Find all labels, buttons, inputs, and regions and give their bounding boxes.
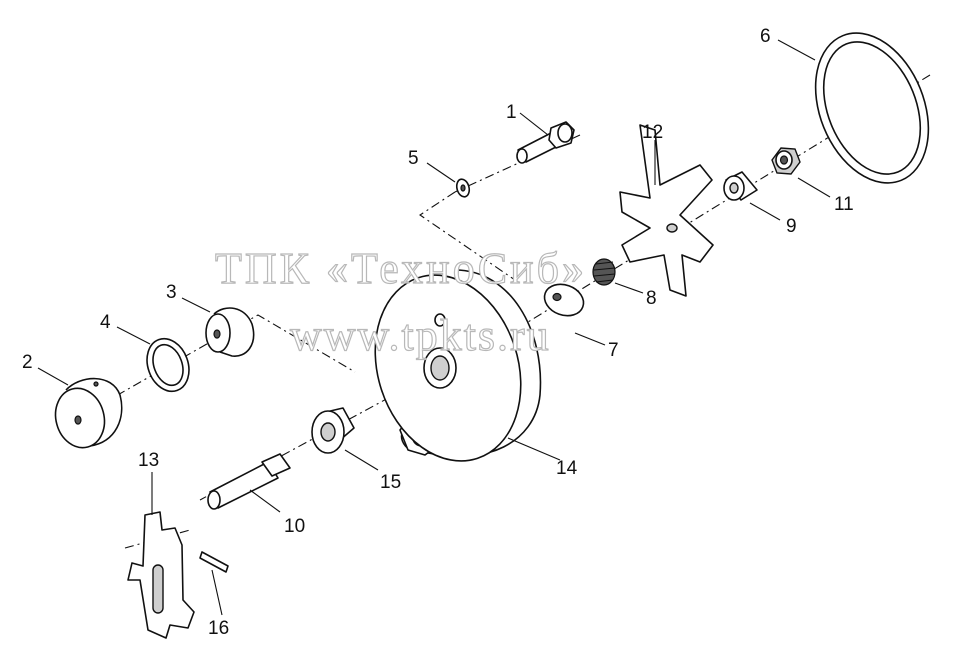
callout-4: 4 [100,312,111,333]
watermark-url: www.tpkts.ru [290,311,551,360]
part-7-washer [543,283,585,317]
callout-1: 1 [506,102,517,123]
callout-13: 13 [138,450,159,471]
callout-2: 2 [22,352,33,373]
part-16-small-pin [199,551,229,573]
part-1-bolt [516,121,575,164]
callout-labels: 1 2 3 4 5 6 7 8 9 10 11 12 13 14 15 16 [22,26,854,639]
callout-3: 3 [166,282,177,303]
part-14-housing [374,269,542,462]
callout-7: 7 [608,340,619,361]
callout-5: 5 [408,148,419,169]
callout-8: 8 [646,288,657,309]
leader-lines [37,39,831,616]
part-3-bushing [205,307,255,357]
callout-6: 6 [760,26,771,47]
part-9-spacer [723,171,758,201]
part-15-bushing [311,407,355,454]
callout-11: 11 [834,194,854,215]
callout-14: 14 [556,458,578,479]
part-10-pin-shaft [207,453,291,510]
part-2-cap [54,377,123,449]
callout-9: 9 [786,216,797,237]
callout-15: 15 [380,472,401,493]
part-6-sealing-ring [814,32,930,184]
callout-16: 16 [208,618,229,639]
part-8-threaded-insert [592,258,616,286]
part-4-o-ring [146,337,190,393]
callout-10: 10 [284,516,305,537]
watermark: ТПК «ТехноСиб» www.tpkts.ru [214,243,587,360]
part-11-nut [771,147,801,175]
part-12-lock-plate [619,124,714,297]
callout-12: 12 [642,122,663,143]
part-5-washer [455,178,471,198]
part-13-fork-bracket [127,511,195,639]
watermark-company: ТПК «ТехноСиб» [215,244,587,293]
